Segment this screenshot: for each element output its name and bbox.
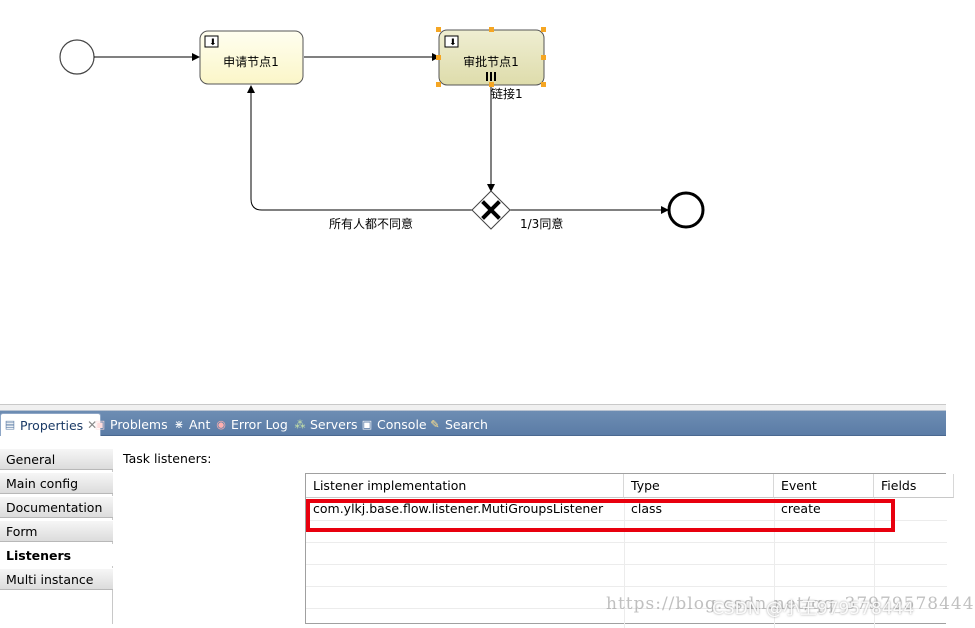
task2-label: 审批节点1 [463, 54, 519, 69]
property-tab-listeners[interactable]: Listeners [0, 544, 113, 566]
property-tab-list: General Main config Documentation Form L… [0, 448, 113, 624]
property-tab-general[interactable]: General [0, 448, 113, 470]
listener-event-cell[interactable]: create [781, 501, 821, 516]
user-task-icon [204, 35, 219, 48]
user-task-icon-glyph: ⬇ [209, 38, 217, 48]
end-event[interactable] [667, 191, 705, 229]
property-tab-form[interactable]: Form [0, 520, 113, 542]
tab-search-label: Search [445, 417, 488, 432]
problems-icon: ▣ [94, 417, 106, 431]
start-event[interactable] [59, 39, 95, 75]
tab-error-log-label: Error Log [231, 417, 288, 432]
task1-label: 申请节点1 [223, 55, 279, 69]
tab-search[interactable]: ✎ Search [428, 413, 488, 436]
tab-console-label: Console [377, 417, 427, 432]
multi-instance-parallel-icon [486, 72, 496, 81]
property-tab-main-config[interactable]: Main config [0, 472, 113, 494]
close-icon[interactable]: ✕ [87, 418, 98, 432]
column-header-type[interactable]: Type [624, 474, 774, 498]
column-header-fields[interactable]: Fields [874, 474, 954, 498]
property-tab-multi-instance[interactable]: Multi instance [0, 568, 113, 590]
user-task-approve[interactable]: ⬇ 审批节点1 [436, 27, 546, 87]
tab-console[interactable]: ▣ Console [360, 413, 427, 436]
view-tab-bar: ▤ Properties ✕ ▣ Problems ⋇ Ant ◉ Error … [0, 411, 946, 436]
approve-flow-label: 1/3同意 [520, 216, 563, 231]
task-listeners-label: Task listeners: [123, 451, 212, 466]
user-task-apply[interactable]: ⬇ 申请节点1 [199, 30, 304, 85]
tab-properties[interactable]: ▤ Properties ✕ [0, 413, 102, 436]
flow-gateway-to-task1[interactable] [247, 85, 472, 211]
column-header-implementation[interactable]: Listener implementation [306, 474, 624, 498]
user-task-icon [444, 35, 459, 48]
blog-url-watermark: https://blog.csdn.net/qq_37979578444 [606, 594, 975, 614]
csdn-author-watermark: CSDN @小王979578444 [712, 599, 915, 619]
properties-icon: ▤ [4, 418, 16, 431]
tab-error-log[interactable]: ◉ Error Log [214, 413, 288, 436]
ant-icon: ⋇ [174, 417, 184, 431]
flow-link-label: 链接1 [491, 86, 523, 101]
tab-ant[interactable]: ⋇ Ant [172, 413, 210, 436]
exclusive-gateway[interactable] [471, 190, 511, 230]
search-icon: ✎ [430, 417, 440, 431]
view-sash[interactable] [0, 404, 946, 411]
selection-handles [436, 27, 546, 87]
column-header-event[interactable]: Event [774, 474, 874, 498]
tab-servers[interactable]: ⁂ Servers [293, 413, 358, 436]
error-log-icon: ◉ [216, 417, 226, 431]
process-diagram-canvas[interactable]: ⬇ 申请节点1 ⬇ 审批节点1 [0, 0, 946, 404]
tab-problems[interactable]: ▣ Problems [93, 413, 168, 436]
tab-ant-label: Ant [189, 417, 211, 432]
property-tab-documentation[interactable]: Documentation [0, 496, 113, 518]
listener-implementation-cell[interactable]: com.ylkj.base.flow.listener.MutiGroupsLi… [313, 501, 604, 516]
user-task-icon-glyph: ⬇ [449, 38, 457, 48]
listener-type-cell[interactable]: class [631, 501, 663, 516]
servers-icon: ⁂ [294, 417, 306, 431]
task-listeners-table[interactable]: Listener implementation Type Event Field… [305, 473, 954, 628]
console-icon: ▣ [361, 417, 373, 431]
tab-problems-label: Problems [110, 417, 168, 432]
tab-servers-label: Servers [310, 417, 358, 432]
annotation-highlight-box [306, 499, 895, 532]
tab-properties-label: Properties [20, 417, 84, 433]
process-diagram-svg: ⬇ 申请节点1 ⬇ 审批节点1 [59, 27, 705, 231]
reject-flow-label: 所有人都不同意 [329, 216, 413, 231]
